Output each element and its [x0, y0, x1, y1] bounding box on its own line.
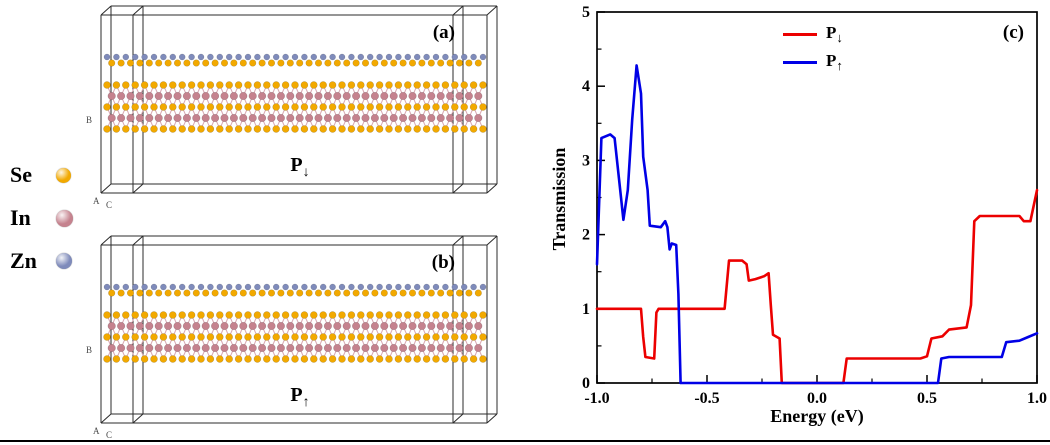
axis-letter-c: C [106, 430, 113, 440]
up-arrow-icon: ↑ [302, 395, 310, 410]
crystal-structure-svg-b [100, 235, 498, 424]
svg-text:1: 1 [582, 301, 590, 318]
figure-bottom-rule [0, 440, 1050, 442]
axis-letter-b: B [86, 345, 93, 355]
legend-item-se: Se [10, 162, 73, 188]
panel-tag-c: (c) [1002, 22, 1024, 43]
svg-text:4: 4 [582, 78, 590, 95]
panel-tag-b: (b) [431, 252, 455, 273]
structure-panel-a: (a) P↓ B A C [85, 0, 515, 210]
legend-line-swatch [783, 32, 817, 36]
svg-text:5: 5 [582, 4, 590, 21]
se-atom-icon [56, 167, 71, 183]
svg-text:0.5: 0.5 [917, 390, 937, 407]
panel-tag-a: (a) [432, 22, 455, 43]
legend-line-swatch [783, 60, 817, 64]
legend-series-label: P↓ [826, 22, 843, 45]
se-label: Se [10, 162, 32, 187]
chart-legend: P↓ P↑ [783, 20, 843, 76]
svg-text:1.0: 1.0 [1027, 390, 1047, 407]
svg-text:-1.0: -1.0 [584, 390, 609, 407]
axis-letter-a: A [93, 426, 100, 436]
polarization-label-down: P↓ [85, 154, 515, 181]
atom-legend: Se In Zn [10, 162, 73, 274]
polarization-label-up: P↑ [85, 384, 515, 411]
down-arrow-icon: ↓ [302, 165, 310, 180]
structure-panel-b: (b) P↑ B A C [85, 230, 515, 440]
zn-atom-icon [56, 253, 72, 269]
chart-legend-item: P↑ [783, 48, 843, 76]
zn-label: Zn [10, 248, 37, 273]
polarization-symbol: P [290, 154, 303, 176]
in-label: In [10, 205, 31, 230]
chart-legend-item: P↓ [783, 20, 843, 48]
svg-text:0: 0 [582, 375, 590, 392]
x-axis-label: Energy (eV) [770, 406, 864, 426]
legend-item-in: In [10, 205, 73, 231]
svg-text:2: 2 [582, 227, 590, 244]
axis-letter-b: B [86, 115, 93, 125]
y-axis-label: Transmission [549, 147, 569, 251]
legend-item-zn: Zn [10, 248, 73, 274]
in-atom-icon [56, 209, 73, 227]
polarization-symbol: P [290, 384, 303, 406]
legend-series-label: P↑ [826, 50, 843, 73]
crystal-structure-svg-a [100, 5, 498, 194]
transmission-chart: -1.0 -0.5 0.0 0.5 1.0 0 1 2 3 4 5 Transmission Ene… [545, 0, 1050, 445]
svg-text:3: 3 [582, 152, 590, 169]
axis-letter-c: C [106, 200, 113, 210]
chart-plot-svg: -1.0 -0.5 0.0 0.5 1.0 0 1 2 3 4 5 [582, 4, 1047, 407]
svg-text:0.0: 0.0 [807, 390, 827, 407]
axis-letter-a: A [93, 196, 100, 206]
svg-text:-0.5: -0.5 [694, 390, 719, 407]
